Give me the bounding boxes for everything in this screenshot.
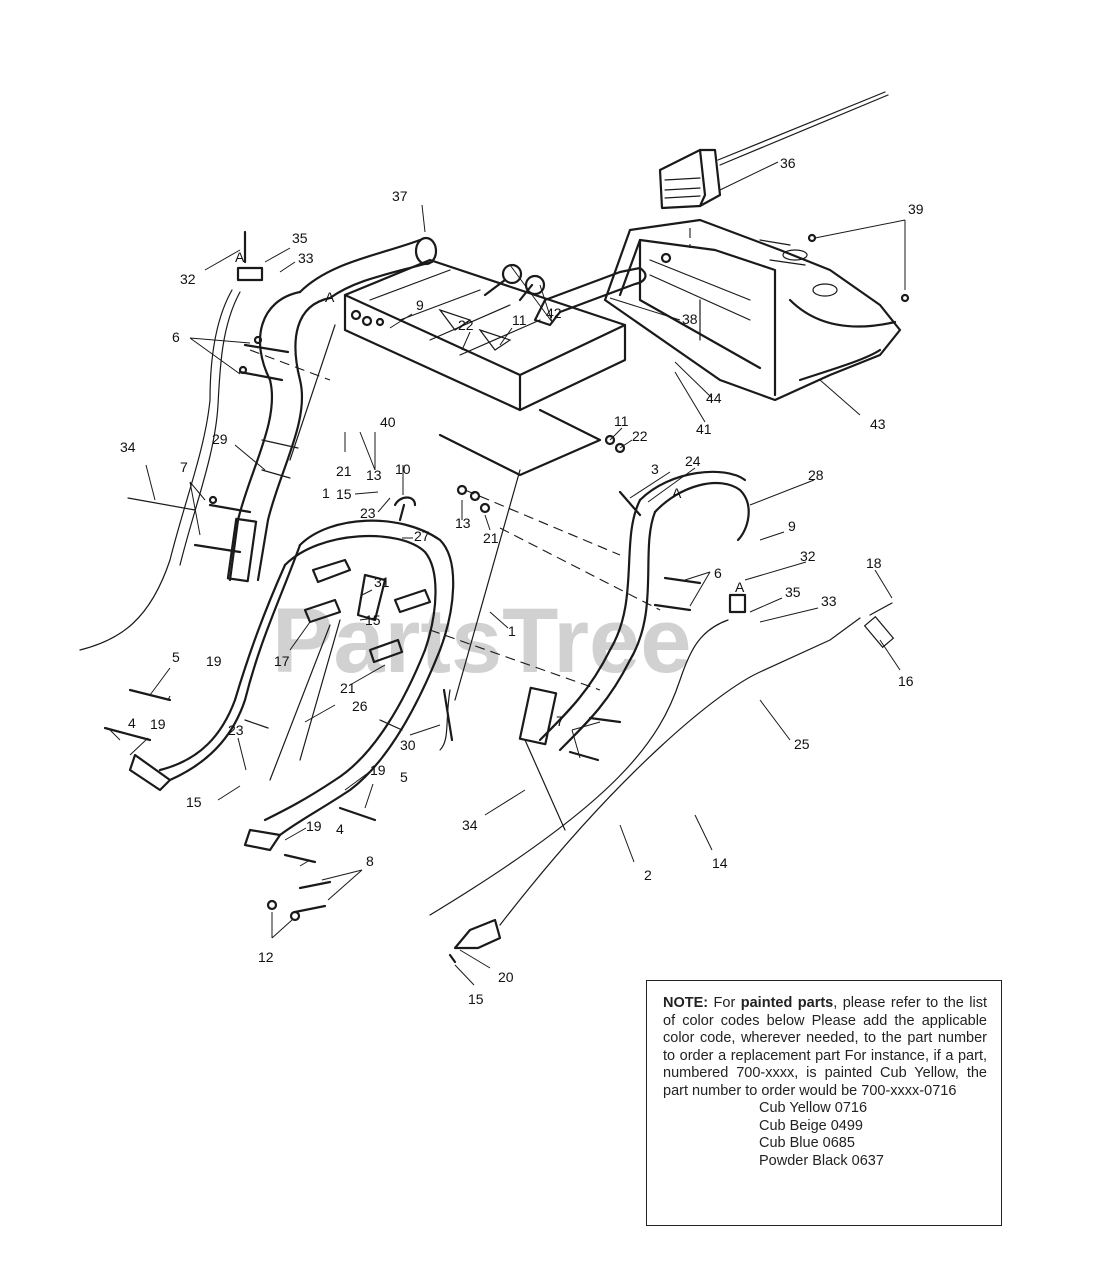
control-panel bbox=[343, 258, 627, 477]
callout-14: 14 bbox=[712, 855, 728, 871]
callout-15: 15 bbox=[186, 794, 202, 810]
callout-38: 38 bbox=[682, 311, 698, 327]
callout-9: 9 bbox=[788, 518, 796, 534]
callout-3: 3 bbox=[651, 461, 659, 477]
callout-24: 24 bbox=[685, 453, 701, 469]
callout-18: 18 bbox=[866, 555, 882, 571]
callout-26: 26 bbox=[352, 698, 368, 714]
callout-7: 7 bbox=[556, 713, 564, 729]
callout-32: 32 bbox=[180, 271, 196, 287]
callout-1: 1 bbox=[322, 485, 330, 501]
callout-40: 40 bbox=[380, 414, 396, 430]
color-code-list: Cub Yellow 0716 Cub Beige 0499 Cub Blue … bbox=[759, 1100, 987, 1170]
lower-handle bbox=[128, 519, 455, 852]
callout-19: 19 bbox=[206, 653, 222, 669]
callout-labels: 37 36 39 32 35 33 A A 9 22 11 42 6 38 44… bbox=[120, 155, 924, 1007]
color-code-item: Cub Blue 0685 bbox=[759, 1135, 855, 1151]
callout-15: 15 bbox=[365, 612, 381, 628]
callout-28: 28 bbox=[808, 467, 824, 483]
callout-a: A bbox=[735, 579, 745, 595]
callout-22: 22 bbox=[632, 428, 648, 444]
callout-22: 22 bbox=[458, 317, 474, 333]
callout-31: 31 bbox=[374, 574, 390, 590]
callout-41: 41 bbox=[696, 421, 712, 437]
callout-11: 11 bbox=[512, 312, 527, 328]
callout-a: A bbox=[325, 289, 335, 305]
callout-5: 5 bbox=[400, 769, 408, 785]
leader-lines bbox=[109, 161, 906, 986]
callout-6: 6 bbox=[172, 329, 180, 345]
callout-16: 16 bbox=[898, 673, 914, 689]
callout-34: 34 bbox=[462, 817, 478, 833]
callout-21: 21 bbox=[336, 463, 352, 479]
note-paragraph: NOTE: For painted parts, please refer to… bbox=[663, 995, 988, 1099]
callout-33: 33 bbox=[298, 250, 314, 266]
callout-20: 20 bbox=[498, 969, 514, 985]
callout-5: 5 bbox=[172, 649, 180, 665]
color-code-item: Cub Beige 0499 bbox=[759, 1117, 863, 1134]
callout-2: 2 bbox=[644, 867, 652, 883]
callout-19: 19 bbox=[306, 818, 322, 834]
callout-21: 21 bbox=[483, 530, 499, 546]
color-code-note: NOTE: For painted parts, please refer to… bbox=[646, 980, 1002, 1226]
callout-23: 23 bbox=[360, 505, 376, 521]
callout-42: 42 bbox=[546, 305, 562, 321]
dash-shroud bbox=[603, 218, 902, 402]
callout-27: 27 bbox=[414, 528, 430, 544]
callout-44: 44 bbox=[706, 390, 722, 406]
callout-35: 35 bbox=[292, 230, 308, 246]
callout-43: 43 bbox=[870, 416, 886, 432]
assembly-guides bbox=[249, 228, 691, 691]
callout-32: 32 bbox=[800, 548, 816, 564]
callout-10: 10 bbox=[395, 461, 411, 477]
callout-8: 8 bbox=[366, 853, 374, 869]
headlight bbox=[658, 91, 889, 210]
callout-15: 15 bbox=[468, 991, 484, 1007]
callout-35: 35 bbox=[785, 584, 801, 600]
callout-25: 25 bbox=[794, 736, 810, 752]
upper-handle-left bbox=[226, 236, 438, 583]
callout-11: 11 bbox=[614, 413, 629, 429]
callout-23: 23 bbox=[228, 722, 244, 738]
callout-4: 4 bbox=[336, 821, 344, 837]
control-rods bbox=[79, 289, 895, 926]
callout-30: 30 bbox=[400, 737, 416, 753]
color-code-item: Powder Black 0637 bbox=[759, 1152, 884, 1169]
callout-21: 21 bbox=[340, 680, 356, 696]
callout-a: A bbox=[235, 249, 245, 265]
callout-7: 7 bbox=[180, 459, 188, 475]
callout-33: 33 bbox=[821, 593, 837, 609]
callout-13: 13 bbox=[366, 467, 382, 483]
callout-19: 19 bbox=[370, 762, 386, 778]
callout-4: 4 bbox=[128, 715, 136, 731]
callout-29: 29 bbox=[212, 431, 228, 447]
callout-12: 12 bbox=[258, 949, 274, 965]
callout-15: 15 bbox=[336, 486, 352, 502]
callout-6: 6 bbox=[714, 565, 722, 581]
callout-36: 36 bbox=[780, 155, 796, 171]
callout-34: 34 bbox=[120, 439, 136, 455]
note-heading: NOTE: bbox=[663, 995, 709, 1011]
color-code-item: Cub Yellow 0716 bbox=[759, 1100, 868, 1116]
hardware bbox=[103, 230, 910, 964]
callout-37: 37 bbox=[392, 188, 408, 204]
callout-1: 1 bbox=[508, 623, 516, 639]
callout-39: 39 bbox=[908, 201, 924, 217]
callout-13: 13 bbox=[455, 515, 471, 531]
callout-19: 19 bbox=[150, 716, 166, 732]
callout-9: 9 bbox=[416, 297, 424, 313]
callout-17: 17 bbox=[274, 653, 290, 669]
callout-a: A bbox=[672, 485, 682, 501]
upper-handle-right bbox=[518, 470, 750, 752]
